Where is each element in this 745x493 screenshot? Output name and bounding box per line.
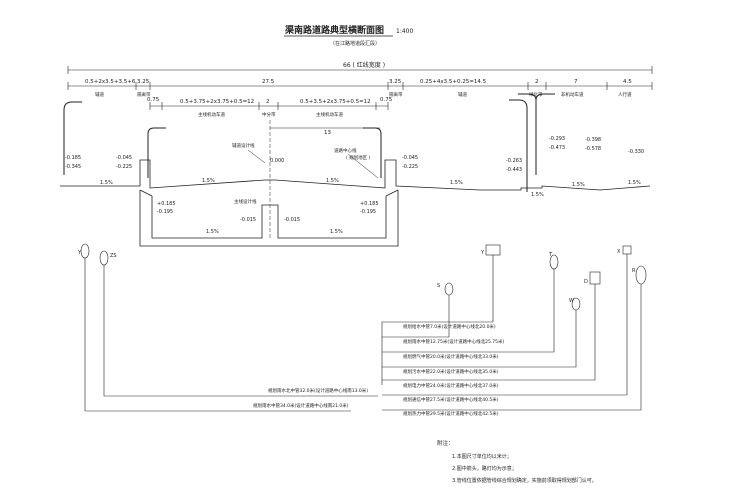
pipe-S: S: [437, 283, 440, 289]
slope-4: 1.5%: [450, 180, 463, 186]
note-2: 2.图中箭头，路灯均为示意；: [452, 465, 517, 472]
note-3: 3.管线位置依据管线综合规划确定，实施前须取得规划部门认可。: [452, 477, 597, 484]
utility-pipes: [80, 243, 647, 412]
note-1: 1.本图尺寸单位均以米计；: [452, 453, 512, 460]
elev-left-top-a: -0.185: [65, 155, 81, 161]
label-right-aux: 辅道: [458, 91, 467, 98]
elev-bike-a: -0.398: [585, 137, 601, 143]
seg-right-sep: 3.25: [389, 79, 402, 85]
elev-left-top-b: -0.345: [65, 164, 81, 170]
label-greenbelt: 绿化带: [529, 91, 543, 98]
slope-8: 1.5%: [206, 229, 219, 235]
pipe-note-left-2: 规划雨水中管34.0米(设计道路中心线南21.0米): [253, 402, 349, 409]
pipe-note-1: 规划给水中管7.0米(设计道路中心线北20.0米): [403, 323, 496, 330]
label-left-aux: 辅道: [95, 91, 104, 98]
tunnel-box: [139, 189, 399, 247]
right-lanes-dim: 0.5+3.5+2x3.75+0.5=12: [300, 99, 371, 105]
offset-075-right: 0.75: [380, 97, 393, 103]
label-left-sep: 隔离带: [137, 91, 151, 98]
road-surface: [60, 159, 651, 191]
offset-075-left: 0.75: [147, 97, 160, 103]
elev-tunnel-right-b: -0.195: [360, 209, 376, 215]
pipe-note-3: 规划燃气中管20.0米(设计道路中心线北33.0米): [403, 353, 499, 360]
main-line-label: 主线设计线: [234, 198, 257, 205]
elev-tunnel-left-a: +0.185: [157, 201, 176, 207]
elev-gb-b: -0.473: [549, 145, 565, 151]
right-lanes-label: 主线机动车道: [316, 111, 343, 118]
elev-gb-a: -0.293: [549, 136, 565, 142]
median-dim: 2: [266, 99, 270, 105]
pipe-R: R: [632, 268, 636, 274]
elev-tunnel-left-b: -0.195: [157, 209, 173, 215]
pipe-note-6: 规划通信中管27.5米(设计道路中心线北40.5米): [403, 396, 499, 403]
elev-right-mid-a: -0.045: [402, 155, 418, 161]
slope-5: 1.5%: [531, 192, 544, 198]
drawing-subtitle: （在江路地道段汇段）: [330, 40, 380, 47]
right-ref-sub: ( 规划地区 ): [346, 154, 371, 161]
street-light-icon: [63, 93, 555, 192]
seg-bike: 7: [574, 79, 578, 85]
seg-left-sep: 3.25: [137, 79, 150, 85]
elev-bike-b: -0.578: [585, 146, 601, 152]
pipe-X: X: [617, 249, 621, 255]
label-bike: 非机动车道: [561, 91, 584, 98]
pipe-W: W: [569, 298, 574, 304]
elev-tunnel-right-c: -0.015: [284, 217, 300, 223]
slope-9: 1.5%: [330, 229, 343, 235]
pipe-note-7: 规划热力中管29.5米(设计道路中心线北42.5米): [403, 410, 499, 417]
notes-heading: 附注：: [437, 439, 454, 447]
slope-7: 1.5%: [628, 180, 641, 186]
pipe-ZS: ZS: [110, 253, 117, 259]
elev-right-a: -0.263: [506, 158, 522, 164]
pipe-Y-right: Y: [480, 250, 485, 256]
right-ref-label: 道路中心线: [334, 147, 357, 154]
pipe-Y-left: Y: [77, 250, 82, 256]
seg-center: 27.5: [262, 79, 275, 85]
left-lanes-dim: 0.5+3.75+2x3.75+0.5=12: [180, 99, 254, 105]
total-width-label: 66 ( 红线宽度 ): [343, 61, 385, 69]
pipe-note-left-1: 规划雨水北中管32.0米(设计道路中心线南13.0米): [268, 387, 368, 394]
seg-right-side: 0.25+4x3.5+0.25=14.5: [420, 79, 487, 85]
elev-left-mid-b: -0.225: [116, 164, 132, 170]
median-label: 中分带: [262, 111, 276, 118]
elev-tunnel-left-c: -0.015: [240, 217, 256, 223]
left-ref-label: 辅道设计线: [232, 142, 255, 149]
dim-13: 13: [324, 130, 331, 136]
label-right-sep: 隔离带: [389, 91, 403, 98]
elev-left-mid-a: -0.045: [116, 155, 132, 161]
center-elev: 0.000: [270, 158, 284, 164]
seg-left-side: 0.5+2x3.5+3.5+6: [85, 79, 136, 85]
pipe-T: T: [548, 252, 553, 258]
elev-walk-a: -0.330: [628, 149, 644, 155]
slope-3: 1.5%: [326, 178, 339, 184]
slope-1: 1.5%: [100, 180, 113, 186]
seg-walk: 4.5: [623, 79, 632, 85]
slope-2: 1.5%: [202, 178, 215, 184]
left-lanes-label: 主线机动车道: [198, 111, 225, 118]
label-walk: 人行道: [618, 91, 632, 98]
seg-greenbelt: 2: [535, 79, 539, 85]
pipe-note-4: 规划污水中管22.0米(设计道路中心线北35.0米): [403, 368, 499, 375]
slope-6: 1.5%: [572, 182, 585, 188]
drawing-title: 渠南路道路典型横断面图: [284, 24, 384, 36]
elev-tunnel-right-a: +0.185: [360, 201, 379, 207]
elev-right-mid-b: -0.225: [402, 164, 418, 170]
pipe-D: D: [584, 279, 588, 285]
drawing-scale: 1:400: [396, 28, 413, 35]
pipe-note-2: 规划雨水中管12.75米(设计道路中心线北25.75米): [403, 338, 505, 345]
elev-right-b: -0.443: [506, 167, 522, 173]
pipe-note-5: 规划电力中管24.0米(设计道路中心线北37.0米): [403, 382, 499, 389]
